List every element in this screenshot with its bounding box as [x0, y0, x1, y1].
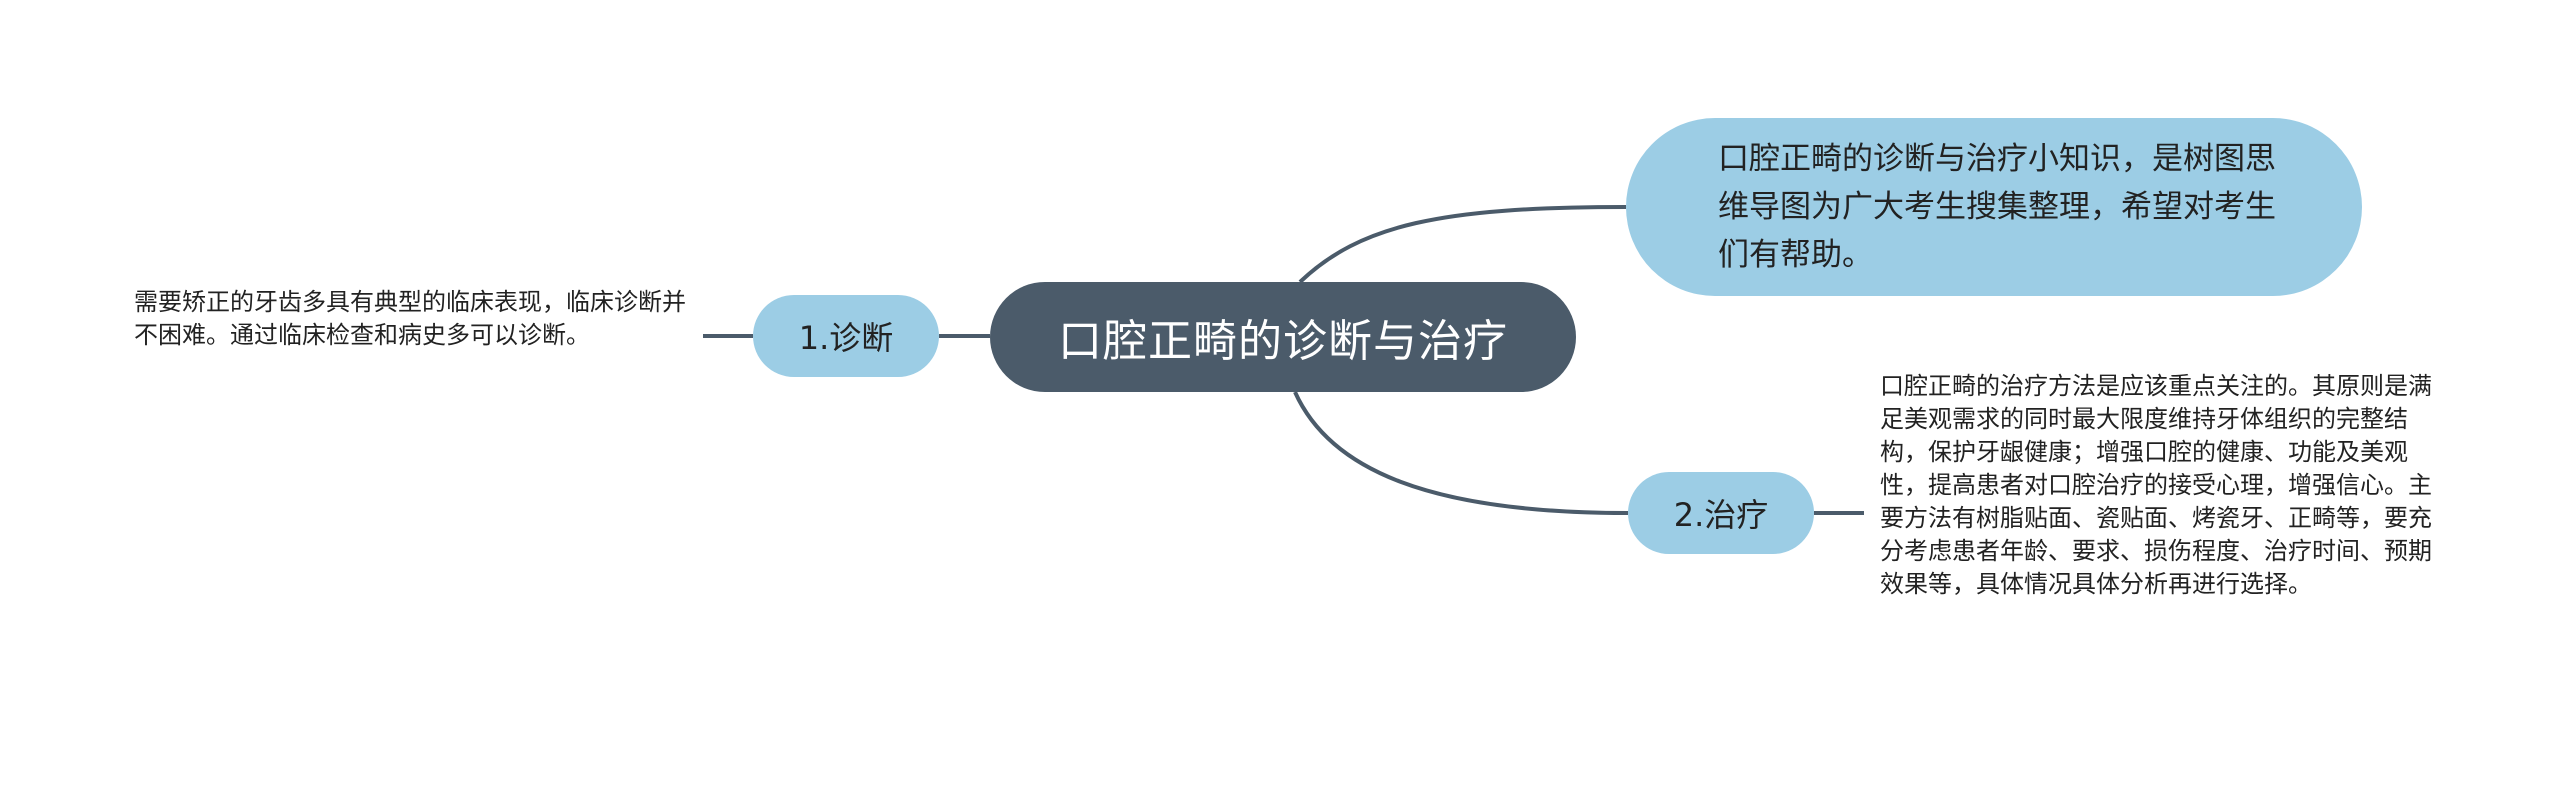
intro-node[interactable]: 口腔正畸的诊断与治疗小知识，是树图思维导图为广大考生搜集整理，希望对考生们有帮助… — [1626, 118, 2362, 296]
branch-label-diagnosis: 1.诊断 — [798, 319, 894, 357]
branch-label-treatment: 2.治疗 — [1673, 496, 1769, 534]
central-topic-node[interactable]: 口腔正畸的诊断与治疗 — [990, 282, 1576, 392]
treatment-detail-text: 口腔正畸的治疗方法是应该重点关注的。其原则是满足美观需求的同时最大限度维持牙体组… — [1880, 372, 2432, 598]
central-topic-label: 口腔正畸的诊断与治疗 — [1058, 316, 1508, 367]
branch-node-diagnosis[interactable]: 1.诊断 — [753, 295, 939, 377]
branch-node-treatment[interactable]: 2.治疗 — [1628, 472, 1814, 554]
connector-central-to-treatment — [1293, 391, 1629, 515]
diagnosis-detail-text: 需要矫正的牙齿多具有典型的临床表现，临床诊断并不困难。通过临床检查和病史多可以诊… — [134, 288, 686, 349]
connector-central-to-intro — [1298, 205, 1627, 284]
intro-text: 口腔正畸的诊断与治疗小知识，是树图思维导图为广大考生搜集整理，希望对考生们有帮助… — [1718, 141, 2276, 273]
